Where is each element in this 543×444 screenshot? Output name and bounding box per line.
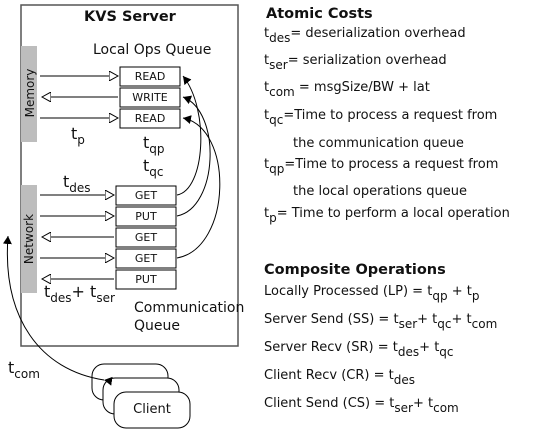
label-tqc: tqc [143,156,164,179]
atomic-item: tqp=Time to process a request from [264,157,499,176]
comm-box [115,227,177,248]
tcom-arrow [2,235,113,386]
comm-box [115,206,177,227]
comm-queue-label-1: Communication [134,300,245,316]
label-tcom: tcom [8,358,40,381]
atomic-item-cont: the local operations queue [293,184,467,199]
local-op-box [119,108,181,129]
composite-cs: Client Send (CS) = tser+ tcom [264,396,459,415]
local-op-label: READ [134,70,166,83]
atomic-item: tdes= deserialization overhead [264,26,466,45]
curve-arrow-1 [176,75,202,196]
comm-box [115,185,177,206]
local-ops-boxes [119,66,181,129]
label-tdes-tser: tdes+ tser [44,282,115,305]
comm-op-label: PUT [135,273,157,286]
atomic-item: tp= Time to perform a local operation [264,206,510,225]
composite-title: Composite Operations [264,262,446,278]
comm-box [115,269,177,290]
comm-op-label: PUT [135,210,157,223]
comm-op-label: GET [134,252,158,265]
network-label: Network [22,213,36,265]
label-tp: tp [71,124,85,147]
client-box-front [113,391,191,429]
local-op-box [119,87,181,108]
client-stack [91,363,191,429]
label-tdes: tdes [63,172,91,195]
composite-sr: Server Recv (SR) = tdes+ tqc [264,340,454,359]
composite-lp: Locally Processed (LP) = tqp + tp [264,284,480,303]
atomic-item: tcom = msgSize/BW + lat [264,80,430,99]
comm-box [115,248,177,269]
server-title: KVS Server [84,9,176,25]
composite-cr: Client Recv (CR) = tdes [264,368,415,387]
curve-arrow-2 [176,95,211,217]
atomic-item-cont: the communication queue [293,136,464,151]
local-op-box [119,66,181,87]
client-label: Client [133,402,171,417]
comm-queue-label-2: Queue [134,318,180,334]
local-ops-queue-label: Local Ops Queue [93,42,212,58]
comm-op-label: GET [134,231,158,244]
label-tqp: tqp [143,133,165,156]
comm-op-label: GET [134,189,158,202]
memory-label: Memory [23,68,37,118]
local-op-label: READ [134,112,166,125]
atomic-costs-title: Atomic Costs [266,6,373,22]
atomic-item: tser= serialization overhead [264,53,447,72]
composite-ss: Server Send (SS) = tser+ tqc+ tcom [264,312,498,331]
comm-queue-boxes [115,185,177,290]
memory-bar [21,46,37,142]
local-op-label: WRITE [132,91,168,104]
curve-arrow-3 [176,115,221,259]
atomic-item: tqc=Time to process a request from [264,108,498,127]
